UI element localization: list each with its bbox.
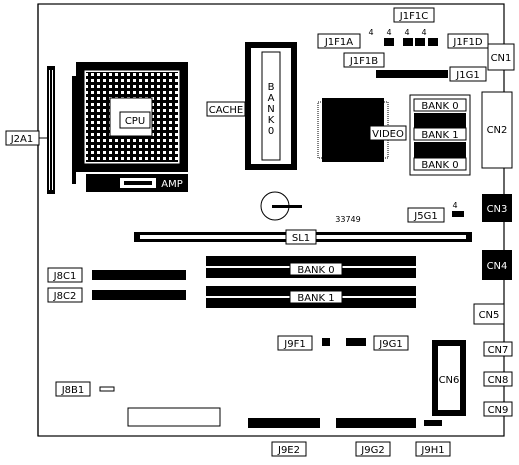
cn1-connector: CN1 [487,43,515,71]
j5g1-label: J5G1 [407,207,445,223]
j1f1d-label: J1F1D [447,33,489,49]
pin-one-mark: 4 [421,28,426,37]
pin-one-mark: 4 [386,28,391,37]
dimm-bank0-label: BANK 0 [297,265,334,276]
svg-text:J5G1: J5G1 [413,211,437,222]
svg-text:J1F1D: J1F1D [452,37,482,48]
cache-module: B A N K 0 [245,42,297,170]
cn9-connector: CN9 [483,401,513,417]
sl1-slot: SL1 [134,229,472,245]
cache-bank-letter: N [267,104,274,115]
amp-label: AMP [161,179,183,190]
svg-text:CN5: CN5 [479,310,500,321]
cache-label: CACHE [206,101,246,117]
amp-socket-lever: AMP [86,174,188,192]
cache-bank-letter: B [268,82,275,93]
svg-text:J8C1: J8C1 [53,271,77,282]
j9g2-header [336,418,416,428]
cn3-connector: CN3 [482,194,512,222]
j8b1-jumper [99,386,115,392]
j1g1-label: J1G1 [449,66,487,82]
cn6-connector: CN6 [432,340,466,416]
svg-text:J1G1: J1G1 [455,70,479,81]
j9h1-header [424,420,442,426]
j8c1-header [92,270,186,280]
svg-text:J8B1: J8B1 [61,385,85,396]
svg-text:CN8: CN8 [488,375,509,386]
video-memory-banks: BANK 0 BANK 1 BANK 0 [409,94,471,176]
j1f1b-label: J1F1B [343,52,385,68]
svg-text:J9G2: J9G2 [360,445,384,456]
j9g1-label: J9G1 [373,335,409,351]
j9e2-header [248,418,320,428]
j9f1-label: J9F1 [277,335,313,351]
board-id-label: 33749 [335,215,360,224]
j1f1a-label: J1F1A [317,33,361,49]
svg-text:J1F1B: J1F1B [349,56,378,67]
j9g2-label: J9G2 [355,441,391,457]
svg-text:CN2: CN2 [487,125,508,136]
cpu-label: CPU [125,116,145,127]
svg-text:J9E2: J9E2 [277,445,300,456]
video-bank-mid-label: BANK 1 [421,130,458,141]
cn5-connector: CN5 [473,303,505,325]
j9h1-label: J9H1 [415,441,451,457]
j9g1-header [346,338,366,346]
cache-bank-letter: A [268,93,275,104]
svg-text:CN6: CN6 [439,375,460,386]
svg-text:CN7: CN7 [488,345,509,356]
svg-text:J9H1: J9H1 [420,445,444,456]
cache-bank-letter: K [268,115,275,126]
video-bank-top-label: BANK 0 [421,101,458,112]
pin-one-mark: 4 [452,201,457,210]
j8b1-label: J8B1 [55,381,91,397]
svg-text:CACHE: CACHE [209,105,243,116]
j2a1-label: J2A1 [5,130,40,146]
pin-one-mark: 4 [404,28,409,37]
cn8-connector: CN8 [483,371,513,387]
cpu-socket: CPU [72,62,188,184]
svg-text:J8C2: J8C2 [53,291,77,302]
j5g1-jumper [452,211,464,217]
svg-text:J2A1: J2A1 [10,134,34,145]
cache-bank-letter: 0 [268,126,274,137]
svg-text:J1F1C: J1F1C [399,11,428,22]
svg-text:CN9: CN9 [488,405,509,416]
svg-text:VIDEO: VIDEO [372,129,404,140]
j1f1c-label: J1F1C [393,7,435,23]
cn7-connector: CN7 [483,341,513,357]
svg-text:SL1: SL1 [292,233,310,244]
dimm-bank1-label: BANK 1 [297,293,334,304]
j8c2-label: J8C2 [47,287,83,303]
j8c1-label: J8C1 [47,267,83,283]
j9e2-label: J9E2 [271,441,307,457]
svg-text:J9F1: J9F1 [283,339,305,350]
svg-text:CN1: CN1 [491,53,512,64]
video-bank-bot-label: BANK 0 [421,160,458,171]
svg-text:J9G1: J9G1 [378,339,402,350]
cn4-connector: CN4 [482,250,512,280]
svg-text:J1F1A: J1F1A [324,37,353,48]
j8c2-header [92,290,186,300]
dimm-sockets: BANK 0 BANK 1 [206,256,416,308]
svg-text:CN4: CN4 [487,261,508,272]
j2a1-connector [39,66,55,194]
j9f1-jumper [322,338,330,346]
j1f1-jumper-group [384,38,438,46]
bottom-left-header [127,407,221,427]
video-label: VIDEO [369,125,407,141]
battery [260,191,302,221]
svg-text:CN3: CN3 [487,204,508,215]
cn2-connector: CN2 [481,91,513,169]
pin-one-mark: 4 [368,28,373,37]
j1g1-header [376,70,448,78]
